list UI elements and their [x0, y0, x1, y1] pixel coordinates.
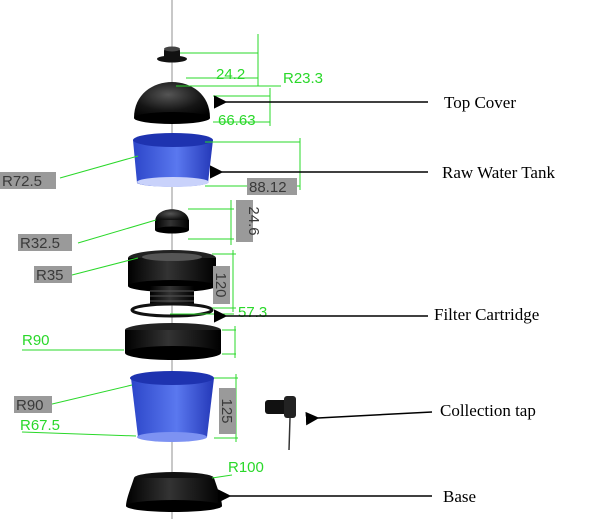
- collection-tank-part: [130, 371, 214, 442]
- collection-tap-part: [265, 396, 296, 451]
- tank-collar-part: [125, 323, 221, 360]
- dim-125: 125: [218, 398, 235, 423]
- dim-r35: R35: [36, 267, 64, 284]
- label-filter-cartridge: Filter Cartridge: [434, 305, 539, 324]
- label-collection-tap: Collection tap: [440, 401, 536, 420]
- top-cover-part: [134, 82, 210, 124]
- dim-r23-3: R23.3: [283, 70, 323, 87]
- filter-cartridge-part: [128, 250, 216, 318]
- dimension-label-boxes: [0, 172, 297, 434]
- dim-24-6: 24.6: [245, 206, 262, 235]
- raw-water-tank-part: [133, 133, 213, 187]
- label-base: Base: [443, 487, 476, 506]
- filter-cap-part: [155, 209, 189, 234]
- dim-66-63: 66.63: [218, 112, 256, 129]
- base-part: [126, 472, 222, 512]
- dim-r100: R100: [228, 459, 264, 476]
- label-raw-water-tank: Raw Water Tank: [442, 163, 555, 182]
- dim-r90-upper: R90: [22, 332, 50, 349]
- cover-knob: [157, 46, 187, 63]
- dim-120: 120: [212, 272, 229, 297]
- dimension-lines: [21, 34, 301, 479]
- dim-57-3: 57.3: [238, 304, 267, 321]
- dim-24-2: 24.2: [216, 66, 245, 83]
- label-top-cover: Top Cover: [444, 93, 516, 112]
- dim-r72-5: R72.5: [2, 173, 42, 190]
- callout-arrows: [209, 95, 433, 503]
- dim-r67-5: R67.5: [20, 417, 60, 434]
- dim-88-12: 88.12: [249, 179, 287, 196]
- dim-r32-5: R32.5: [20, 235, 60, 252]
- dim-r90-lower: R90: [16, 397, 44, 414]
